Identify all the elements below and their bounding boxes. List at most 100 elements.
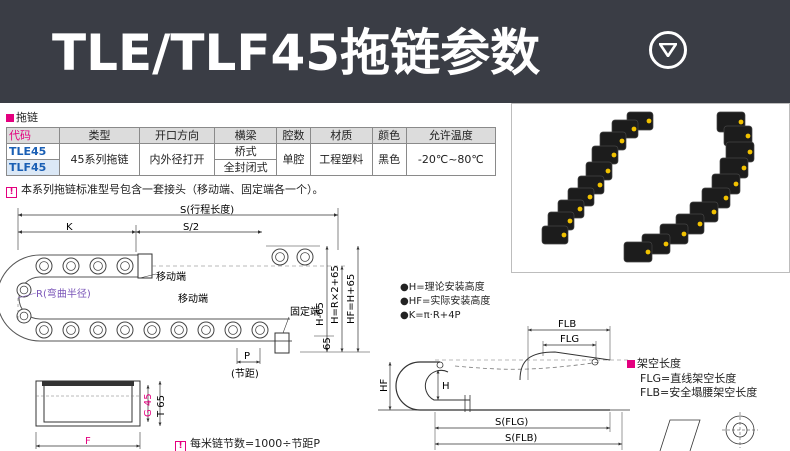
chain-roller-inner [66, 261, 76, 271]
yellow-pin [561, 232, 567, 238]
opening-cell: 内外径打开 [138, 143, 216, 176]
chain-roller [35, 321, 53, 339]
col-header: 横梁 [214, 127, 277, 144]
product-photo [511, 103, 790, 273]
chain-roller-inner [39, 325, 49, 335]
section-label: 拖链 [6, 111, 38, 125]
dim-k: K [66, 222, 73, 233]
dim-hf-formula: HF=H+65 [346, 274, 357, 324]
col-header: 类型 [59, 127, 140, 144]
chevron-down-circle-icon[interactable] [649, 31, 687, 69]
chain-roller [16, 308, 32, 324]
chain-roller-inner [19, 311, 29, 321]
dim-s-flb: S(FLB) [505, 433, 537, 444]
chain-roller [116, 257, 134, 275]
chain-roller-inner [93, 261, 103, 271]
chain-roller [16, 282, 32, 298]
chain-roller-inner [201, 325, 211, 335]
section-marker-icon [6, 114, 14, 122]
chain-roller [224, 321, 242, 339]
upper-chain-rollers [35, 257, 134, 275]
chain-roller [251, 321, 269, 339]
spec-table: 代码 类型 开口方向 横梁 腔数 材质 颜色 允许温度 TLE45 45系列拖链… [5, 127, 497, 176]
dim-pitch: (节距) [231, 368, 259, 380]
page-header: TLE/TLF45拖链参数 [0, 0, 790, 103]
table-row: TLE45 45系列拖链 内外径打开 桥式 单腔 工程塑料 黑色 -20℃~80… [5, 143, 497, 176]
yellow-pin [745, 133, 751, 139]
right-chain-rollers [271, 248, 314, 266]
chain-roller-inner [228, 325, 238, 335]
chain-links [541, 111, 755, 263]
chain-roller [296, 248, 314, 266]
dim-p: P [244, 351, 250, 362]
chain-roller-inner [19, 285, 29, 295]
moving-end-body: 移动端 [178, 292, 208, 305]
chain-roller [143, 321, 161, 339]
dim-g45: G 45 [143, 393, 154, 417]
yellow-pin [681, 231, 687, 237]
chain-link [541, 225, 569, 245]
overhang-title: 架空长度 [627, 357, 681, 370]
yellow-pin [741, 165, 747, 171]
chain-link [623, 241, 653, 263]
chain-roller-inner [275, 252, 285, 262]
yellow-pin [697, 221, 703, 227]
formula-k: ●K=π·R+4P [400, 310, 461, 321]
yellow-pin [663, 241, 669, 247]
exclamation-icon: ! [175, 441, 186, 451]
yellow-pin [711, 209, 717, 215]
yellow-pin [567, 218, 573, 224]
chain-roller [89, 257, 107, 275]
yellow-pin [631, 126, 637, 132]
dim-half-s: S/2 [183, 222, 199, 233]
code-cell: TLF45 [5, 159, 61, 176]
exclamation-icon: ! [6, 187, 17, 198]
chain-roller-inner [255, 325, 265, 335]
chain-roller [116, 321, 134, 339]
yellow-pin [645, 249, 651, 255]
chain-roller-inner [120, 261, 130, 271]
material-cell: 工程塑料 [309, 143, 373, 176]
overhang-flg: FLG=直线架空长度 [640, 372, 737, 385]
chain-roller [62, 257, 80, 275]
yellow-pin [577, 206, 583, 212]
col-header: 材质 [309, 127, 373, 144]
color-cell: 黑色 [371, 143, 407, 176]
col-header: 腔数 [275, 127, 311, 144]
chain-roller [89, 321, 107, 339]
cable-chain-illustration [541, 111, 755, 263]
formula-h: ●H=理论安装高度 [400, 282, 485, 293]
type-cell: 45系列拖链 [59, 143, 140, 176]
chain-roller-inner [147, 325, 157, 335]
chain-roller-inner [93, 325, 103, 335]
dim-65: 65 [322, 337, 333, 350]
triangle-down-icon [659, 43, 677, 57]
dim-flg: FLG [560, 334, 579, 345]
yellow-pin [597, 182, 603, 188]
fixed-end-label: 固定端 [290, 305, 320, 318]
temperature-cell: -20℃~80℃ [405, 143, 497, 176]
chain-roller [170, 321, 188, 339]
overhang-flb: FLB=安全塌腰架空长度 [640, 386, 758, 399]
links-per-meter-note: !每米链节数=1000÷节距P [175, 437, 320, 451]
formula-hf: ●HF=实际安装高度 [400, 296, 491, 307]
chain-roller [35, 257, 53, 275]
chain-roller-inner [66, 325, 76, 335]
col-header: 开口方向 [138, 127, 216, 144]
chain-roller [62, 321, 80, 339]
chain-roller-inner [174, 325, 184, 335]
arc-chain-rollers [16, 282, 32, 324]
dim-h: H [442, 381, 450, 392]
col-header: 允许温度 [405, 127, 497, 144]
beam-cell: 桥式 [214, 143, 277, 160]
package-note: !本系列拖链标准型号包含一套接头（移动端、固定端各一个）。 [6, 183, 324, 198]
dim-h-minus-65: H-65 [315, 302, 326, 326]
dim-h-formula: H=R×2+65 [330, 265, 341, 324]
page-title: TLE/TLF45拖链参数 [52, 24, 541, 82]
chain-roller [271, 248, 289, 266]
chain-roller-inner [39, 261, 49, 271]
yellow-pin [605, 168, 611, 174]
overhang-marker-icon [627, 360, 635, 368]
lower-chain-rollers [35, 321, 269, 339]
dim-flb: FLB [558, 319, 576, 330]
